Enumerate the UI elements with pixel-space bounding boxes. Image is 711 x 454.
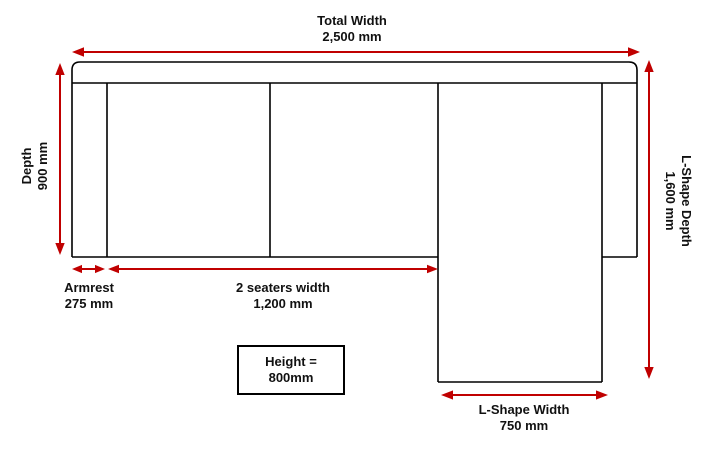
arrowhead-down bbox=[55, 243, 65, 255]
l-shape-width-arrow bbox=[441, 390, 608, 400]
arrowhead-left bbox=[441, 390, 453, 400]
arrowhead-up bbox=[55, 63, 65, 75]
total-width-value: 2,500 mm bbox=[322, 29, 382, 44]
arrowhead-up bbox=[644, 60, 654, 72]
l-shape-depth-label: L-Shape Depth 1,600 mm bbox=[662, 146, 694, 256]
two-seaters-title: 2 seaters width bbox=[236, 280, 330, 295]
height-value: 800mm bbox=[268, 370, 314, 385]
two-seaters-width-arrow bbox=[108, 264, 438, 274]
arrowhead-left bbox=[72, 47, 84, 57]
l-shape-depth-value: 1,600 mm bbox=[663, 171, 678, 231]
height-callout-box: Height = 800mm bbox=[237, 345, 345, 395]
arrowhead-down bbox=[644, 367, 654, 379]
sofa-outline bbox=[71, 61, 638, 383]
two-seaters-value: 1,200 mm bbox=[253, 296, 313, 311]
arrowhead-left bbox=[72, 264, 82, 274]
l-shape-width-label: L-Shape Width 750 mm bbox=[444, 402, 604, 434]
total-width-label: Total Width 2,500 mm bbox=[252, 13, 452, 45]
armrest-title: Armrest bbox=[64, 280, 114, 295]
total-width-arrow bbox=[72, 47, 640, 57]
two-seaters-width-label: 2 seaters width 1,200 mm bbox=[203, 280, 363, 312]
armrest-arrow bbox=[72, 264, 105, 274]
depth-arrow bbox=[55, 63, 65, 255]
l-shape-depth-arrow bbox=[644, 60, 654, 379]
l-shape-width-value: 750 mm bbox=[499, 418, 549, 433]
total-width-title: Total Width bbox=[317, 13, 387, 28]
l-shape-depth-title: L-Shape Depth bbox=[679, 155, 694, 247]
arrowhead-left bbox=[108, 264, 119, 274]
depth-value: 900 mm bbox=[35, 141, 50, 191]
arrowhead-right bbox=[596, 390, 608, 400]
armrest-label: Armrest 275 mm bbox=[29, 280, 149, 312]
arrowhead-right bbox=[95, 264, 105, 274]
depth-title: Depth bbox=[19, 147, 34, 185]
depth-label: Depth 900 mm bbox=[19, 121, 51, 211]
height-title: Height = bbox=[265, 354, 317, 369]
arrowhead-right bbox=[628, 47, 640, 57]
l-shape-width-title: L-Shape Width bbox=[478, 402, 570, 417]
armrest-value: 275 mm bbox=[64, 296, 114, 311]
arrowhead-right bbox=[427, 264, 438, 274]
sofa-body-outline bbox=[71, 61, 638, 257]
